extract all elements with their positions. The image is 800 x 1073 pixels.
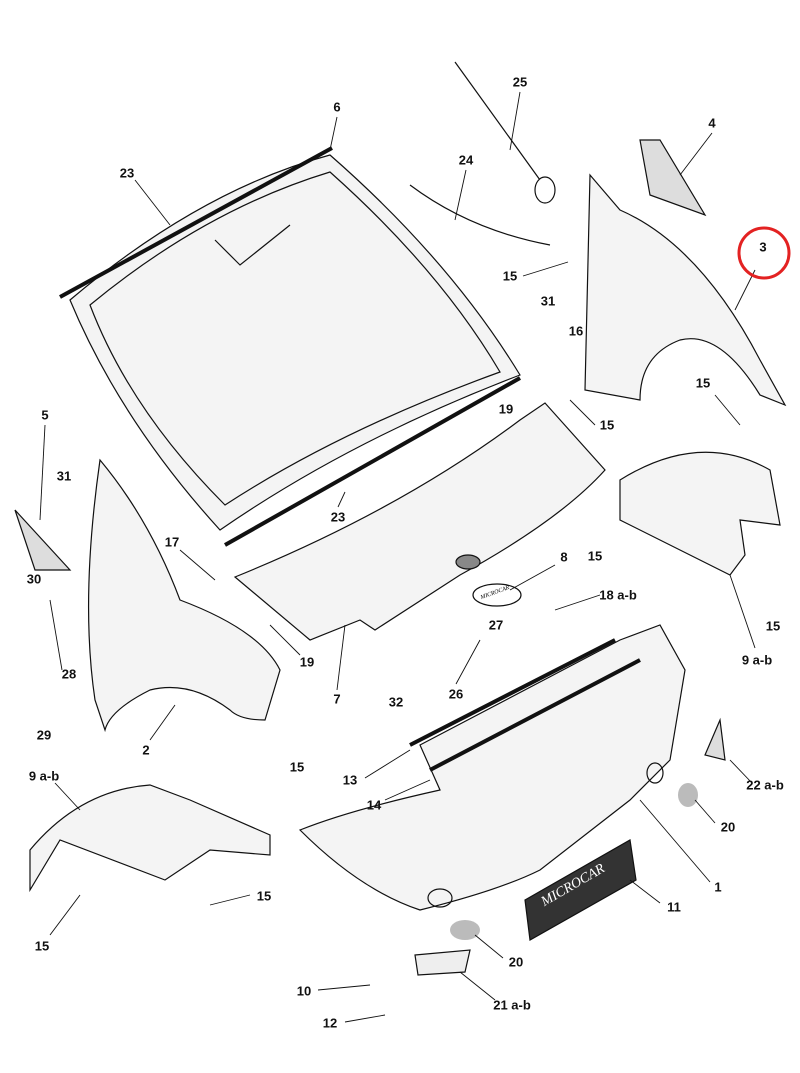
- label-30: 30: [26, 571, 42, 587]
- antenna-part: [454, 61, 556, 204]
- label-19: 19: [498, 401, 514, 417]
- label-18ab: 18 a-b: [599, 587, 637, 603]
- label-16: 16: [568, 323, 584, 339]
- label-15: 15: [34, 938, 50, 954]
- label-19: 19: [299, 654, 315, 670]
- label-15: 15: [502, 268, 518, 284]
- splash-shield-left: [29, 784, 271, 893]
- label-10: 10: [296, 983, 312, 999]
- splash-shield-right: [619, 451, 781, 576]
- label-17: 17: [164, 534, 180, 550]
- washer-hose-part: [409, 184, 551, 246]
- label-20: 20: [720, 819, 736, 835]
- label-28: 28: [61, 666, 77, 682]
- label-13: 13: [342, 772, 358, 788]
- label-12: 12: [322, 1015, 338, 1031]
- label-15: 15: [695, 375, 711, 391]
- label-26: 26: [448, 686, 464, 702]
- label-2: 2: [142, 742, 150, 758]
- label-29: 29: [36, 727, 52, 743]
- right-fender-part: [584, 139, 787, 407]
- label-4: 4: [708, 115, 716, 131]
- left-fender-part: [14, 458, 281, 733]
- label-31: 31: [56, 468, 72, 484]
- label-9ab: 9 a-b: [741, 652, 773, 668]
- label-25: 25: [512, 74, 528, 90]
- leader-lines: [39, 91, 756, 1023]
- label-3-highlighted: 3: [759, 239, 767, 255]
- hood-part: [233, 402, 606, 641]
- highlight-circle: [737, 226, 791, 280]
- label-1: 1: [714, 879, 722, 895]
- label-5: 5: [41, 407, 49, 423]
- label-7: 7: [333, 691, 341, 707]
- label-15: 15: [289, 759, 305, 775]
- fog-cover-left: [450, 920, 480, 940]
- reflector-22: [704, 717, 726, 761]
- number-plate-part: [524, 839, 637, 941]
- label-21ab: 21 a-b: [493, 997, 531, 1013]
- label-8: 8: [560, 549, 568, 565]
- windshield-part: [59, 146, 521, 547]
- fog-cover-right: [678, 783, 698, 807]
- label-9ab: 9 a-b: [28, 768, 60, 784]
- label-20: 20: [508, 954, 524, 970]
- label-23: 23: [330, 509, 346, 525]
- label-22ab: 22 a-b: [746, 777, 784, 793]
- reflector-21: [414, 949, 471, 976]
- label-6: 6: [333, 99, 341, 115]
- label-32: 32: [388, 694, 404, 710]
- label-15: 15: [256, 888, 272, 904]
- label-23: 23: [119, 165, 135, 181]
- label-11: 11: [667, 899, 681, 915]
- label-31: 31: [540, 293, 556, 309]
- label-14: 14: [366, 797, 382, 813]
- label-27: 27: [488, 617, 504, 633]
- label-15: 15: [765, 618, 781, 634]
- label-15: 15: [599, 417, 615, 433]
- label-24: 24: [458, 152, 474, 168]
- front-bumper-part: [298, 624, 686, 911]
- label-15: 15: [587, 548, 603, 564]
